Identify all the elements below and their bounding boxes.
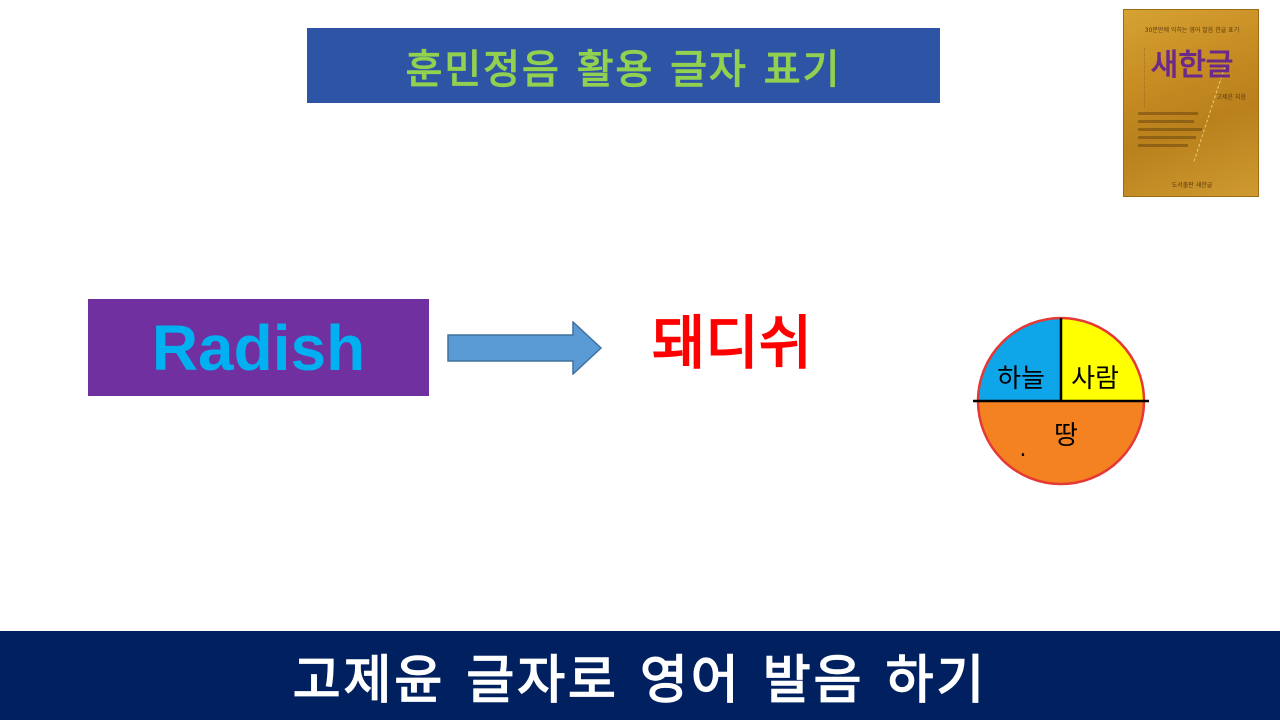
book-title: 새한글 — [1150, 48, 1234, 83]
earth-label: 땅 — [1054, 421, 1078, 451]
person-label: 사람 — [1071, 364, 1119, 394]
book-subtitle: 30분만에 익히는 영어 발음 한글 표기 — [1144, 27, 1240, 34]
dot-mark: . — [1020, 437, 1027, 462]
right-arrow-icon — [447, 321, 603, 375]
sky-label: 하늘 — [997, 364, 1045, 394]
earth-half — [978, 401, 1144, 484]
book-blurb-lines — [1138, 112, 1208, 152]
book-cover-image: 30분만에 익히는 영어 발음 한글 표기 새한글 고제윤 지음 도서출판 새한… — [1123, 9, 1259, 197]
sky-quadrant — [978, 318, 1061, 401]
book-decoration — [1144, 48, 1153, 108]
person-quadrant — [1061, 318, 1144, 401]
footer-banner: 고제윤 글자로 영어 발음 하기 — [0, 631, 1280, 720]
footer-text: 고제윤 글자로 영어 발음 하기 — [292, 651, 988, 711]
slide-title: 훈민정음 활용 글자 표기 — [405, 46, 842, 93]
cheon-ji-in-diagram: 하늘 사람 땅 . — [973, 316, 1149, 486]
book-publisher: 도서출판 새한글 — [1171, 182, 1213, 189]
book-author: 고제윤 지음 — [1216, 94, 1246, 101]
slide-title-box: 훈민정음 활용 글자 표기 — [307, 28, 940, 103]
english-word-box: Radish — [88, 299, 429, 396]
english-word: Radish — [151, 311, 366, 384]
korean-transcription: 돼디쉬 — [652, 309, 813, 377]
